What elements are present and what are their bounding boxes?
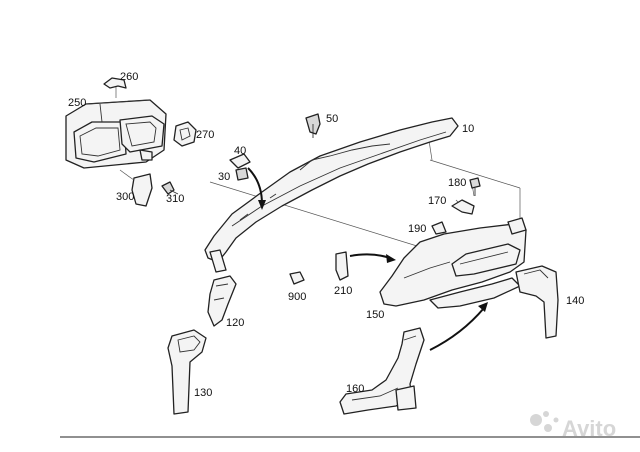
label-140: 140 (566, 295, 584, 307)
label-260: 260 (120, 71, 138, 83)
label-30: 30 (218, 171, 230, 183)
label-300: 300 (116, 191, 134, 203)
part-50-clip (305, 113, 321, 138)
label-180: 180 (448, 177, 466, 189)
label-310: 310 (166, 193, 184, 205)
label-210: 210 (334, 285, 352, 297)
part-10-upper-air-duct (204, 117, 459, 273)
watermark-text: Avito (562, 416, 616, 441)
label-250: 250 (68, 97, 86, 109)
label-40: 40 (234, 145, 246, 157)
part-210-connector (335, 251, 349, 281)
part-300-bracket (131, 173, 153, 207)
reference-labels: 10 30 40 50 120 130 140 150 160 170 180 … (68, 71, 584, 399)
avito-watermark: Avito (530, 411, 616, 441)
label-120: 120 (226, 317, 244, 329)
part-180-bolt (469, 177, 481, 196)
label-900: 900 (288, 291, 306, 303)
label-10: 10 (462, 123, 474, 135)
part-310-screw (161, 181, 179, 195)
part-190-clip (431, 221, 447, 235)
label-150: 150 (366, 309, 384, 321)
part-160-lower-duct (339, 327, 425, 415)
label-190: 190 (408, 223, 426, 235)
part-900-electrical-connector (289, 271, 305, 285)
assembly-arrows (119, 167, 488, 351)
label-50: 50 (326, 113, 338, 125)
part-130-lower-duct (167, 329, 207, 415)
part-150-right-air-duct (379, 217, 527, 309)
part-120-duct-section (207, 275, 237, 327)
label-130: 130 (194, 387, 212, 399)
part-260-handle (103, 77, 127, 89)
label-170: 170 (428, 195, 446, 207)
part-250-air-inlet-housing (65, 99, 167, 169)
part-40-clip (229, 153, 251, 169)
label-160: 160 (346, 383, 364, 395)
part-170-hose (451, 199, 475, 215)
part-140-side-duct (515, 265, 559, 339)
label-270: 270 (196, 129, 214, 141)
part-30-clip (235, 167, 249, 181)
part-270-seal-ring (173, 121, 197, 147)
